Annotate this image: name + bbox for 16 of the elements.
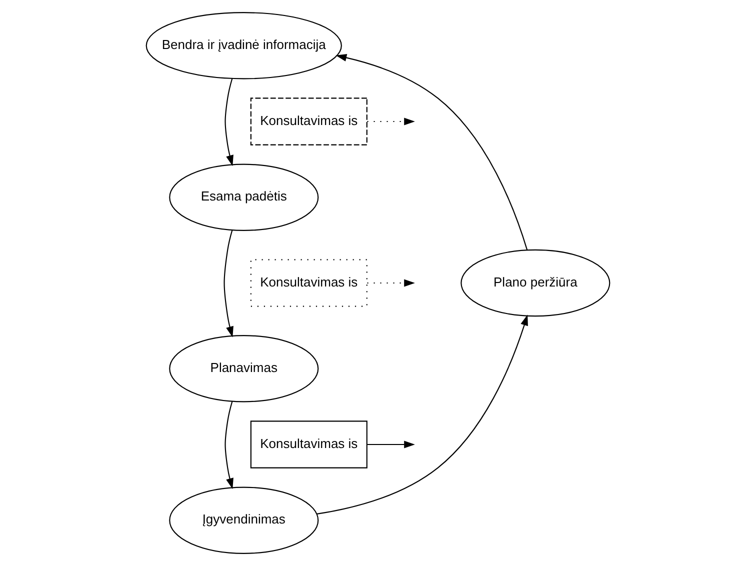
arrow bbox=[316, 314, 528, 514]
node-box: Konsultavimas is bbox=[250, 98, 367, 146]
node-box: Konsultavimas is bbox=[250, 259, 367, 307]
node-ellipse: Plano peržiūra bbox=[460, 249, 610, 317]
arrow bbox=[366, 118, 414, 126]
node-ellipse: Esama padėtis bbox=[168, 164, 318, 231]
arrow bbox=[335, 54, 528, 250]
arrow bbox=[366, 440, 414, 448]
arrow bbox=[224, 78, 233, 166]
node-ellipse: Planavimas bbox=[168, 335, 318, 402]
node-box: Konsultavimas is bbox=[250, 420, 367, 468]
node-ellipse: Įgyvendinimas bbox=[168, 486, 318, 554]
arrow bbox=[224, 401, 233, 490]
node-ellipse: Bendra ir įvadinė informacija bbox=[145, 12, 342, 80]
arrow bbox=[223, 230, 233, 338]
arrow bbox=[366, 279, 414, 287]
